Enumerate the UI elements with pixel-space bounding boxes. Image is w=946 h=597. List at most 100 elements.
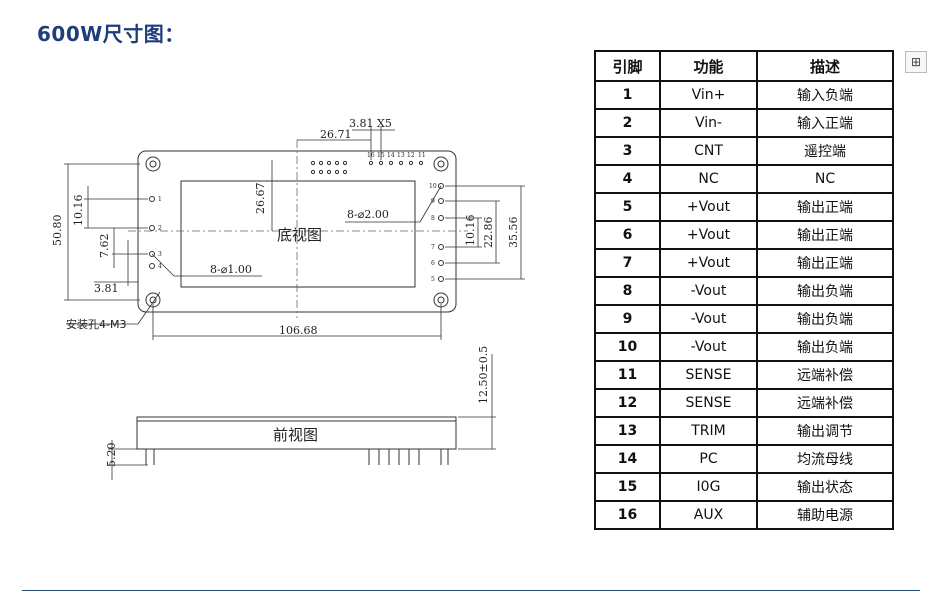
pin-function: CNT [659,136,758,166]
dim-right-b: 22.86 [482,217,495,249]
pin-label: 5 [431,276,435,283]
pin-description: 输出负端 [756,276,894,306]
pin-description: 输出状态 [756,472,894,502]
pin-description: NC [756,164,894,194]
pin-number: 8 [594,276,661,306]
pin-label: 2 [158,225,162,232]
pin-function: +Vout [659,248,758,278]
pin-function: TRIM [659,416,758,446]
pin-number: 11 [594,360,661,390]
pin-label: 3 [158,251,162,258]
pin-number: 9 [594,304,661,334]
pin-number: 10 [594,332,661,362]
pin-number: 12 [594,388,661,418]
pin-label: 9 [431,198,435,205]
pin-number: 4 [594,164,661,194]
pin-description: 辅助电源 [756,500,894,530]
pin-function: I0G [659,472,758,502]
pin-description: 输出正端 [756,220,894,250]
inner-window [180,180,416,288]
pin-description: 远端补偿 [756,388,894,418]
pin-number: 7 [594,248,661,278]
pin-number: 5 [594,192,661,222]
pin-number: 14 [594,444,661,474]
pin-function: AUX [659,500,758,530]
pin-function: -Vout [659,332,758,362]
pin-label: 8 [431,215,435,222]
pin-label: 14 [387,152,395,159]
pin-description: 远端补偿 [756,360,894,390]
pin-function: SENSE [659,388,758,418]
pin-number: 15 [594,472,661,502]
pins-large-note: 8-⌀2.00 [347,208,389,221]
dim-left-upper: 10.16 [72,195,85,227]
pin-label: 15 [377,152,385,159]
pin-label: 7 [431,244,435,251]
pin-label: 16 [367,152,375,159]
header-pin: 引脚 [594,50,661,82]
dimension-drawing: 3.81 X5 26.71 26.67 50.80 10.16 7.62 3.8… [51,117,525,480]
pin-function: Vin+ [659,80,758,110]
pin-description: 输出正端 [756,248,894,278]
pin-number: 16 [594,500,661,530]
pin-function: -Vout [659,276,758,306]
pin-number: 13 [594,416,661,446]
pin-function: PC [659,444,758,474]
pin-number: 3 [594,136,661,166]
pin-function: +Vout [659,220,758,250]
header-function: 功能 [659,50,758,82]
divider [22,590,920,591]
pin-label: 11 [418,152,426,159]
table-header-row: 引脚 功能 描述 [594,50,894,82]
module-outline-front [136,416,457,450]
pin-label: 4 [158,263,162,270]
dim-left-pitch: 3.81 [94,282,119,295]
pin-description: 输出负端 [756,332,894,362]
pin-description: 输出调节 [756,416,894,446]
pin-label: 13 [397,152,405,159]
pin-description: 输入正端 [756,108,894,138]
pin-description: 输出正端 [756,192,894,222]
pin-description: 输出负端 [756,304,894,334]
pin-function: -Vout [659,304,758,334]
pin-label: 12 [407,152,415,159]
dim-top-offset: 26.71 [320,128,352,141]
dim-right-a: 10.16 [464,215,477,247]
dim-pin: 5.20 [105,443,118,468]
pin-description: 输入负端 [756,80,894,110]
expand-icon[interactable]: ⊞ [905,51,927,73]
header-description: 描述 [756,50,894,82]
pin-label: 10 [429,183,437,190]
dim-vertical-center: 26.67 [254,183,267,215]
pins-small-note: 8-⌀1.00 [210,263,252,276]
pin-number: 6 [594,220,661,250]
front-view-label: 前视图 [273,426,318,444]
pin-function: SENSE [659,360,758,390]
pin-label: 1 [158,196,162,203]
pin-number: 1 [594,80,661,110]
mount-hole-note: 安装孔4-M3 [66,317,126,331]
pin-number: 2 [594,108,661,138]
pin-function: Vin- [659,108,758,138]
dim-top-pitch: 3.81 X5 [349,117,392,130]
bottom-view-label: 底视图 [277,226,322,244]
dim-left-total: 50.80 [51,215,64,247]
dim-left-mid: 7.62 [98,234,111,259]
